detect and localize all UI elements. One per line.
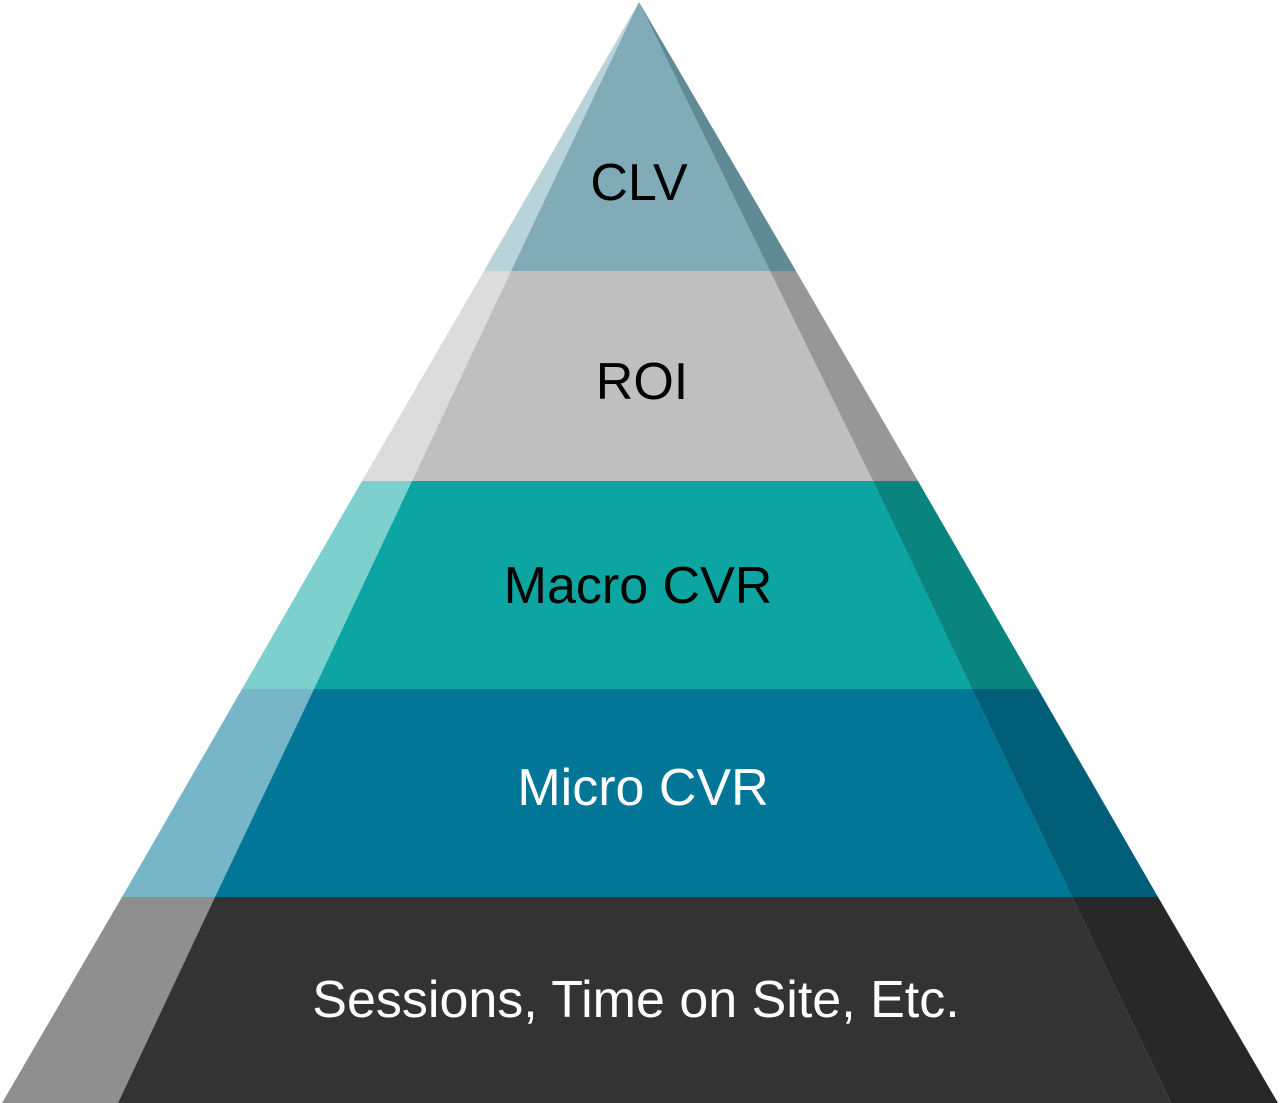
tier-micro-cvr-label: Micro CVR — [517, 759, 768, 817]
tier-sessions-right-face — [1072, 897, 1278, 1103]
tier-micro-cvr-right-face — [972, 689, 1158, 897]
tier-clv-center-face — [511, 2, 770, 271]
tier-macro-cvr-label: Macro CVR — [504, 557, 773, 615]
tier-macro-cvr-left-face — [242, 481, 412, 689]
tier-roi: ROI — [362, 271, 918, 481]
tier-roi-right-face — [770, 271, 918, 481]
tier-sessions: Sessions, Time on Site, Etc. — [2, 897, 1278, 1103]
tier-roi-label: ROI — [596, 353, 688, 411]
tier-clv-left-face — [484, 2, 639, 271]
tier-roi-left-face — [362, 271, 511, 481]
tier-macro-cvr: Macro CVR — [242, 481, 1038, 689]
tier-clv-right-face — [639, 2, 796, 271]
tier-macro-cvr-center-face — [314, 481, 972, 689]
tier-micro-cvr-center-face — [215, 689, 1072, 897]
tier-roi-center-face — [412, 271, 873, 481]
tier-sessions-center-face — [118, 897, 1171, 1103]
tier-sessions-label: Sessions, Time on Site, Etc. — [312, 971, 959, 1029]
tier-sessions-left-face — [2, 897, 215, 1103]
tier-micro-cvr: Micro CVR — [122, 689, 1158, 897]
tier-clv: CLV — [484, 2, 796, 271]
tier-macro-cvr-right-face — [873, 481, 1038, 689]
tier-clv-label: CLV — [590, 154, 688, 212]
tier-micro-cvr-left-face — [122, 689, 314, 897]
